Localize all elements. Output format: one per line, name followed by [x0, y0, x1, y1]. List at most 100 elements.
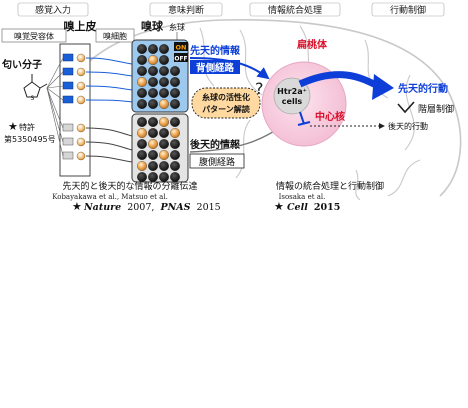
glomerulus-inactive — [148, 77, 158, 87]
caption-right: 情報の統合処理と行動制御 — [276, 180, 384, 192]
glomerulus-inactive — [170, 88, 180, 98]
glomerulus-inactive — [170, 99, 180, 109]
glomerulus-inactive — [170, 117, 180, 127]
caption-left: 先天的と後天的な情報の分離伝達 — [62, 180, 197, 192]
cells-label: cells — [282, 97, 303, 106]
glomerulus-inactive — [137, 88, 147, 98]
glomerulus-inactive — [159, 88, 169, 98]
learned-info-label: 後天的情報 — [190, 138, 241, 151]
glomerulus-inactive — [148, 161, 158, 171]
glomerulus-inactive — [148, 172, 158, 182]
axons — [85, 57, 133, 163]
receptor-cells-gray — [62, 123, 74, 160]
innate-info-box: 先天的情報 — [190, 44, 241, 57]
journal-pnas: PNAS — [159, 202, 190, 213]
svg-text:Nature 2007, PNAS: Nature 2007, PNAS 2015 — [83, 202, 221, 213]
authors-right: Isosaka et al. — [279, 193, 326, 201]
svg-text:Cell 2015: Cell 2015 — [287, 202, 340, 213]
question-mark: ? — [255, 79, 264, 98]
glomerulus-active — [137, 161, 147, 171]
inhibition-stem — [299, 111, 305, 125]
glomerulus-inactive — [159, 77, 169, 87]
patent-number: 第5350495号 — [4, 134, 56, 144]
innate-behavior-arrow-shaft — [298, 71, 380, 90]
receptor-cells-blue — [62, 53, 74, 104]
stage-sensory-label: 感覚入力 — [35, 4, 71, 16]
journal-nature-year: 2007, — [127, 202, 154, 213]
glomerulus-inactive — [137, 66, 147, 76]
learned-behavior-label: 後天的行動 — [388, 121, 428, 131]
citation-left: ★ Nature 2007, PNAS 2015 — [72, 200, 221, 213]
brain-contour — [59, 19, 462, 197]
decoding-box: 糸球の活性化 パターン解読 — [191, 87, 261, 119]
on-off-switch: ON OFF — [174, 42, 188, 63]
glomerulus-inactive — [137, 150, 147, 160]
hierarchy-label: 階層制御 — [418, 103, 454, 115]
odor-fan-lines — [46, 57, 64, 157]
odor-molecule-icon: S — [23, 74, 48, 102]
glomerulus-inactive — [159, 128, 169, 138]
htr2a-label: Htr2a⁺ — [277, 87, 307, 96]
stage-meaning-label: 意味判断 — [168, 4, 204, 16]
glomerulus-inactive — [170, 66, 180, 76]
glomerulus-active — [137, 128, 147, 138]
journal-pnas-year: 2015 — [197, 202, 221, 213]
glomerulus-active — [170, 128, 180, 138]
glomerulus-inactive — [170, 77, 180, 87]
journal-nature: Nature — [83, 202, 121, 213]
authors-left: Kobayakawa et al., Matsuo et al. — [52, 193, 168, 201]
citation-right-star-icon: ★ — [274, 200, 284, 213]
brain-outline — [59, 19, 462, 201]
innate-info-label: 先天的情報 — [190, 44, 241, 57]
stage-behavior: 行動制御 — [371, 2, 445, 17]
htr2a-cells-node — [273, 77, 311, 115]
glomerulus-inactive — [170, 172, 180, 182]
receptor-cell-bodies — [76, 53, 86, 161]
glomerulus-active — [159, 117, 169, 127]
glomerulus-inactive — [137, 172, 147, 182]
glomerulus-inactive — [159, 55, 169, 65]
central-nucleus-label: 中心核 — [315, 110, 345, 123]
glomerulus-active — [148, 139, 158, 149]
bulb-title: 嗅球 — [141, 19, 164, 33]
glomerulus-inactive — [159, 66, 169, 76]
glomerulus-active — [137, 77, 147, 87]
citation-left-star-icon: ★ — [72, 200, 82, 213]
amygdala-label: 扁桃体 — [297, 38, 328, 51]
glomeruli-grid — [137, 44, 180, 182]
ventral-pathway-box: 腹側経路 — [189, 153, 245, 169]
glomerulus-inactive — [148, 66, 158, 76]
epithelium — [59, 43, 91, 177]
decoding-line-1: 糸球の活性化 — [202, 92, 250, 102]
glomerulus-inactive — [148, 128, 158, 138]
off-label: OFF — [174, 56, 187, 63]
svg-text:S: S — [31, 95, 35, 102]
glomerulus-inactive — [137, 117, 147, 127]
decoding-line-2: パターン解読 — [202, 104, 250, 114]
glomerulus-inactive — [137, 99, 147, 109]
glomerulus-inactive — [159, 44, 169, 54]
glomerulus-inactive — [148, 150, 158, 160]
citation-right: ★ Cell 2015 — [274, 200, 340, 213]
odor-label: 匂い分子 — [1, 58, 42, 71]
receptor-cell-label-box: 嗅細胞 — [95, 28, 135, 43]
glomerulus-active — [159, 150, 169, 160]
glomerulus-inactive — [170, 139, 180, 149]
stage-behavior-label: 行動制御 — [390, 4, 426, 16]
ventral-pathway-label: 腹側経路 — [199, 156, 235, 168]
patent-star-icon: ★ — [8, 120, 18, 133]
inhibition-bar — [297, 121, 311, 126]
glomerulus-active — [148, 55, 158, 65]
amygdala: 扁桃体 Htr2a⁺ cells 中心核 — [261, 38, 347, 147]
glomerulus-inactive — [148, 88, 158, 98]
stage-sensory: 感覚入力 — [17, 2, 89, 17]
glomerulus-inactive — [148, 117, 158, 127]
receptor-cell-label: 嗅細胞 — [103, 31, 127, 41]
innate-to-amygdala-arrow — [189, 57, 270, 80]
patent-note: ★ 特許 第5350495号 — [4, 120, 56, 144]
glomerulus-inactive — [159, 161, 169, 171]
glomerulus-inactive — [170, 150, 180, 160]
on-label: ON — [176, 44, 187, 52]
epithelium-title: 嗅上皮 — [64, 19, 97, 33]
